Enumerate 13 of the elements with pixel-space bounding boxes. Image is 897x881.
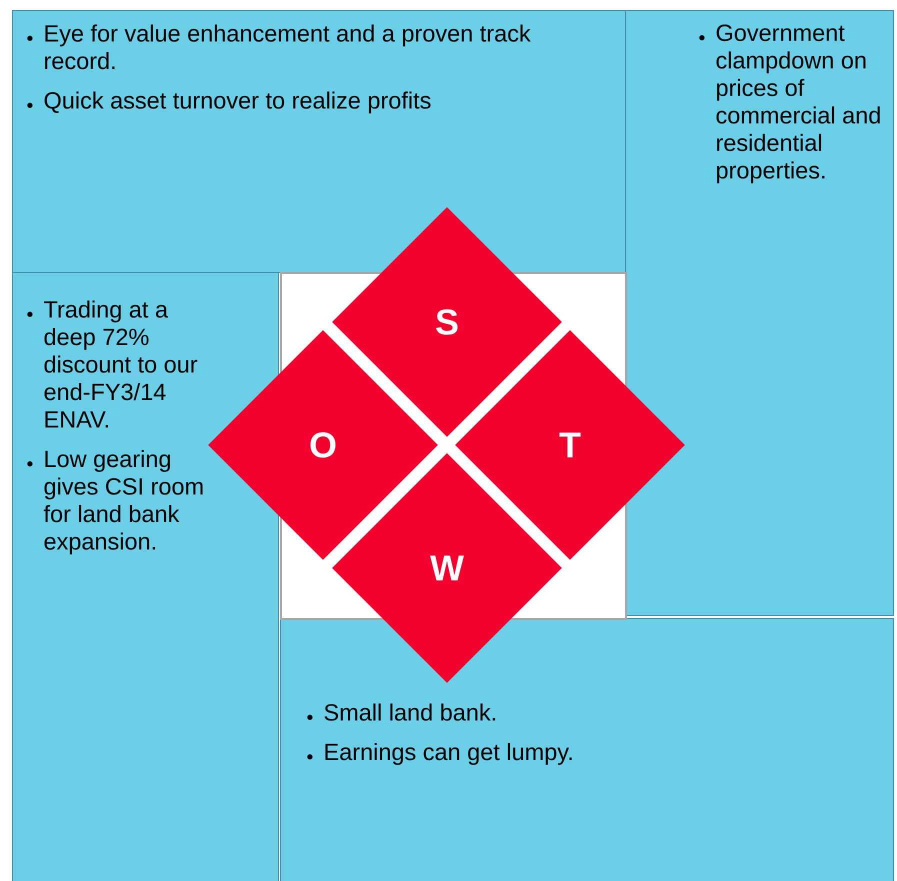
node-label: T: [559, 432, 581, 458]
quadrant-panel: [12, 10, 626, 273]
bullet-text: Trading at a deep 72% discount to our end-FY3/14 ENAV.: [44, 300, 198, 428]
bullet-text: Quick asset turnover to realize profits: [44, 92, 431, 114]
bullet-text: Low gearing gives CSI room for land bank expansion.: [44, 450, 203, 554]
quadrant-panel: [625, 10, 894, 616]
bullet-text: Government clampdown on prices of commercial and residential properties.: [716, 24, 880, 184]
bullet-text: Eye for value enhancement and a proven track record.: [45, 24, 531, 70]
quadrant-panel: [280, 618, 894, 881]
bullet-text: Small land bank.: [324, 704, 496, 721]
node-label: S: [436, 309, 458, 335]
bullet-text: Earnings can get lumpy.: [325, 743, 572, 765]
quadrant-panel: [12, 272, 279, 881]
